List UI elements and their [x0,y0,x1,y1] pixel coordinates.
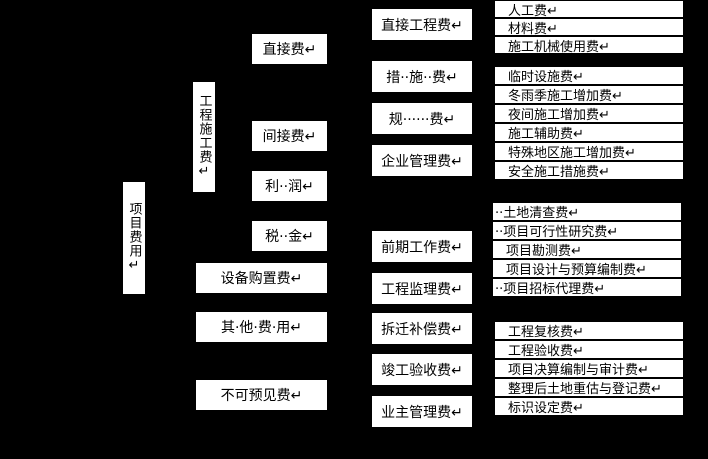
direct-cost-node: 直接费↵ [252,34,327,64]
leaf-exploration: 项目勘测费↵ [493,241,681,258]
leaf-label: 施工机械使用费↵ [508,39,610,54]
leaf-final-accounts: 项目决算编制与审计费↵ [495,360,683,377]
leaf-label: 整理后土地重估与登记费↵ [508,382,662,396]
leaf-label: 夜间施工增加费↵ [508,108,610,122]
leaf-label: ··项目可行性研究费↵ [495,225,619,239]
leaf-winter-rain: 冬雨季施工增加费↵ [495,86,683,103]
leaf-marker-setup: 标识设定费↵ [495,398,683,415]
root-project-cost: 项目费用↵ [123,182,145,294]
leaf-label: 项目勘测费↵ [506,244,582,258]
leaf-bidding-agency: ··项目招标代理费↵ [493,279,681,296]
indirect-cost-label: 间接费↵ [262,129,317,145]
leaf-night-work: 夜间施工增加费↵ [495,105,683,122]
regulation-label: 规······费↵ [388,111,456,128]
leaf-labor: 人工费↵ [495,1,683,17]
enterprise-mgmt-node: 企业管理费↵ [372,145,472,176]
leaf-label: 工程验收费↵ [508,344,584,358]
contingency-label: 不可预见费↵ [220,388,303,404]
leaf-feasibility: ··项目可行性研究费↵ [493,222,681,239]
leaf-label: 项目设计与预算编制费↵ [506,263,647,277]
leaf-temporary-facilities: 临时设施费↵ [495,67,683,84]
direct-engineering-label: 直接工程费↵ [381,17,463,34]
leaf-label: 项目决算编制与审计费↵ [508,363,649,377]
leaf-label: 材料费↵ [508,21,558,36]
owner-mgmt-node: 业主管理费↵ [372,396,472,427]
root-label: 项目费用↵ [126,202,142,274]
other-cost-node: 其·他·费·用↵ [196,312,327,342]
supervision-node: 工程监理费↵ [372,273,472,304]
leaf-label: 人工费↵ [508,3,558,18]
direct-engineering-node: 直接工程费↵ [372,9,472,40]
equipment-purchase-label: 设备购置费↵ [220,271,303,287]
leaf-inspection: 工程验收费↵ [495,341,683,358]
leaf-safety-measures: 安全施工措施费↵ [495,162,683,179]
tax-label: 税··金↵ [265,229,314,245]
leaf-label: 工程复核费↵ [508,325,584,339]
leaf-label: 冬雨季施工增加费↵ [508,89,623,103]
leaf-label: ··土地清查费↵ [495,206,580,220]
leaf-materials: 材料费↵ [495,19,683,35]
direct-cost-label: 直接费↵ [262,42,317,58]
acceptance-label: 竣工验收费↵ [381,362,463,379]
other-cost-label: 其·他·费·用↵ [220,320,303,336]
construction-fee-label: 工程施工费↵ [196,94,212,180]
profit-label: 利··润↵ [265,179,314,195]
leaf-machinery: 施工机械使用费↵ [495,37,683,53]
acceptance-node: 竣工验收费↵ [372,354,472,385]
leaf-auxiliary: 施工辅助费↵ [495,124,683,141]
owner-mgmt-label: 业主管理费↵ [381,404,463,421]
indirect-cost-node: 间接费↵ [252,121,327,151]
leaf-label: 标识设定费↵ [508,401,584,415]
leaf-recheck: 工程复核费↵ [495,322,683,339]
measures-label: 措··施··费↵ [386,69,458,86]
leaf-label: 施工辅助费↵ [508,127,584,141]
demolition-node: 拆迁补偿费↵ [372,313,472,344]
leaf-land-survey: ··土地清查费↵ [493,203,681,220]
tax-node: 税··金↵ [252,221,327,251]
regulation-node: 规······费↵ [372,103,472,134]
measures-node: 措··施··费↵ [372,61,472,92]
preliminary-work-label: 前期工作费↵ [381,239,463,256]
profit-node: 利··润↵ [252,171,327,201]
leaf-special-region: 特殊地区施工增加费↵ [495,143,683,160]
contingency-node: 不可预见费↵ [196,380,327,410]
leaf-label: ··项目招标代理费↵ [495,282,606,296]
demolition-label: 拆迁补偿费↵ [381,321,463,338]
preliminary-work-node: 前期工作费↵ [372,231,472,262]
leaf-label: 特殊地区施工增加费↵ [508,146,636,160]
leaf-design-budget: 项目设计与预算编制费↵ [493,260,681,277]
construction-fee-node: 工程施工费↵ [193,82,215,192]
leaf-land-revaluation: 整理后土地重估与登记费↵ [495,379,683,396]
equipment-purchase-node: 设备购置费↵ [196,263,327,293]
supervision-label: 工程监理费↵ [381,281,463,298]
enterprise-mgmt-label: 企业管理费↵ [381,153,463,170]
leaf-label: 安全施工措施费↵ [508,165,610,179]
leaf-label: 临时设施费↵ [508,70,584,84]
